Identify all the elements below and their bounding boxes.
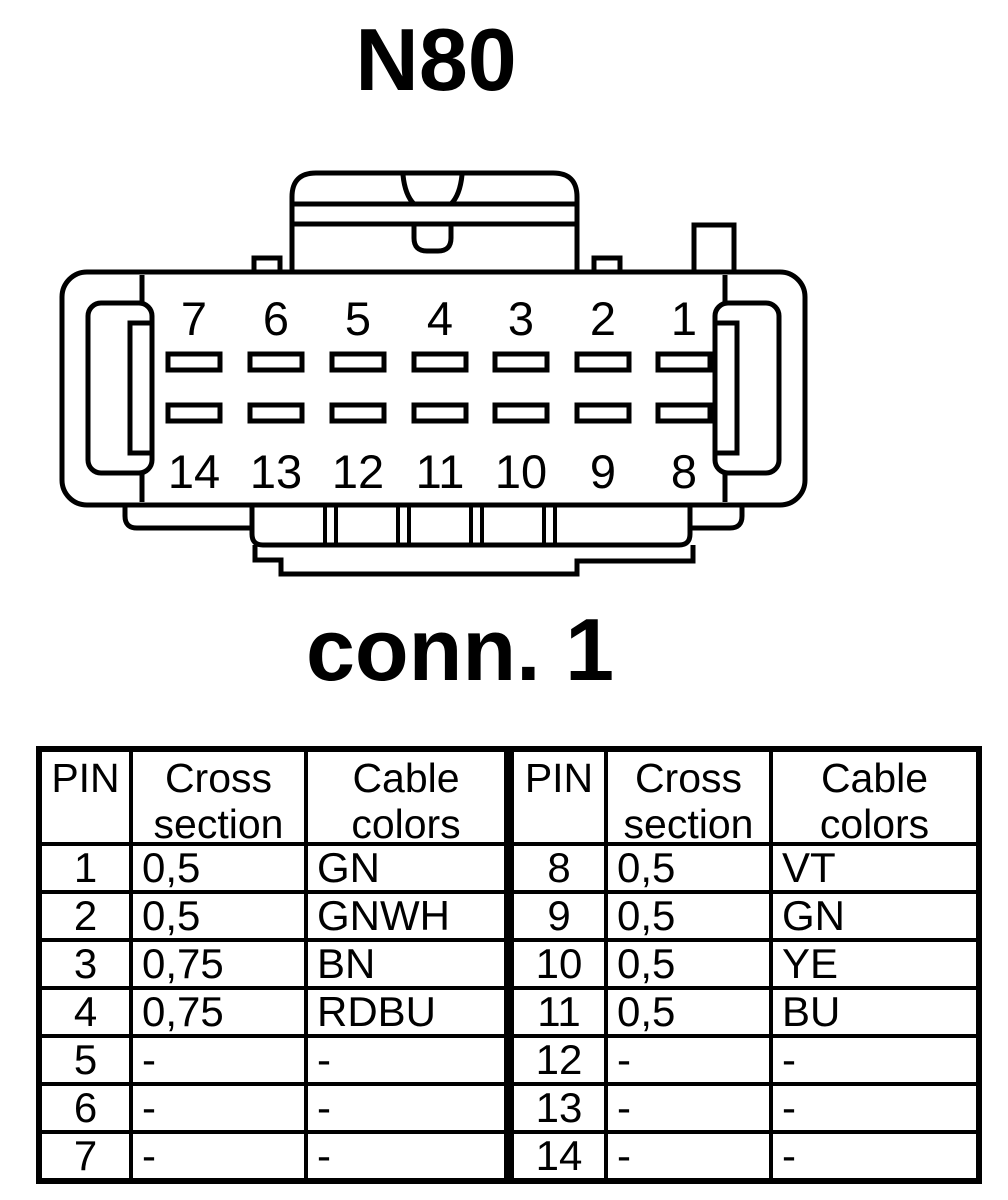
pin-number-label: 11 xyxy=(415,445,465,498)
table-cell-pin: 9 xyxy=(514,894,604,938)
pin-number-label: 4 xyxy=(426,292,454,345)
table-cell-pin: 3 xyxy=(42,942,129,986)
connector-number-label: conn. 1 xyxy=(305,600,615,699)
table-cell-cross-section: - xyxy=(608,1038,769,1082)
pin-slot xyxy=(492,402,550,424)
table-cell-cable-color: - xyxy=(773,1038,976,1082)
table-cell-cross-section: 0,5 xyxy=(608,990,769,1034)
component-title: N80 xyxy=(355,10,517,109)
table-header-cell: PIN xyxy=(514,752,604,842)
table-cell-cross-section: - xyxy=(133,1134,304,1178)
pin-slot xyxy=(247,351,305,373)
pin-number-label: 3 xyxy=(507,292,535,345)
pin-slot xyxy=(165,351,223,373)
pinout-table: PIN Cross section Cable colors PIN Cross… xyxy=(36,746,982,1184)
pin-slot xyxy=(411,351,469,373)
table-header-cell: Cross section xyxy=(133,752,304,842)
table-cell-pin: 2 xyxy=(42,894,129,938)
table-cell-cross-section: 0,5 xyxy=(133,846,304,890)
pin-number-label: 10 xyxy=(494,445,548,498)
top-rib-left xyxy=(251,255,283,270)
table-header-cell: Cross section xyxy=(608,752,769,842)
guide-rail-left-inner xyxy=(127,320,155,456)
top-rib-right xyxy=(591,255,623,270)
table-cell-cable-color: - xyxy=(308,1038,504,1082)
table-cell-cross-section: 0,5 xyxy=(133,894,304,938)
guide-rail-right-inner xyxy=(712,320,740,456)
lower-tab-dividers xyxy=(323,506,557,543)
table-cell-cross-section: - xyxy=(133,1038,304,1082)
pin-number-label: 14 xyxy=(167,445,221,498)
pin-number-label: 8 xyxy=(670,445,698,498)
table-cell-cable-color: GN xyxy=(773,894,976,938)
pin-slot xyxy=(411,402,469,424)
table-cell-pin: 13 xyxy=(514,1086,604,1130)
table-cell-cross-section: - xyxy=(608,1134,769,1178)
table-cell-cable-color: - xyxy=(308,1134,504,1178)
table-center-divider xyxy=(508,752,510,1178)
table-cell-pin: 10 xyxy=(514,942,604,986)
table-cell-pin: 14 xyxy=(514,1134,604,1178)
table-cell-cable-color: RDBU xyxy=(308,990,504,1034)
table-cell-cross-section: - xyxy=(133,1086,304,1130)
pin-slots-top-row xyxy=(165,351,713,373)
table-cell-cross-section: - xyxy=(608,1086,769,1130)
lower-step-boxes xyxy=(252,545,696,577)
pin-slot xyxy=(655,402,713,424)
table-cell-cross-section: 0,75 xyxy=(133,990,304,1034)
table-cell-pin: 11 xyxy=(514,990,604,1034)
table-cell-pin: 1 xyxy=(42,846,129,890)
pin-slot xyxy=(329,402,387,424)
table-cell-cable-color: - xyxy=(773,1134,976,1178)
table-header-cell: Cable colors xyxy=(308,752,504,842)
pin-slot xyxy=(247,402,305,424)
table-cell-cable-color: - xyxy=(773,1086,976,1130)
table-cell-cable-color: BN xyxy=(308,942,504,986)
pin-number-label: 5 xyxy=(344,292,372,345)
latch-notch-left xyxy=(400,174,416,206)
latch-lock-tab xyxy=(411,224,454,254)
pin-slots-bottom-row xyxy=(165,402,713,424)
table-cell-cable-color: GNWH xyxy=(308,894,504,938)
pin-number-label: 7 xyxy=(180,292,208,345)
pin-slot xyxy=(492,351,550,373)
housing-body xyxy=(59,269,808,508)
pin-slot xyxy=(574,351,632,373)
pin-number-label: 12 xyxy=(331,445,385,498)
pin-number-label: 13 xyxy=(249,445,303,498)
alignment-tab xyxy=(691,222,737,270)
table-cell-cross-section: 0,75 xyxy=(133,942,304,986)
pin-slot xyxy=(574,402,632,424)
table-cell-pin: 12 xyxy=(514,1038,604,1082)
connector-drawing xyxy=(59,170,808,577)
table-cell-cable-color: YE xyxy=(773,942,976,986)
pin-slot xyxy=(165,402,223,424)
table-cell-pin: 8 xyxy=(514,846,604,890)
table-cell-cable-color: VT xyxy=(773,846,976,890)
pin-slot xyxy=(655,351,713,373)
table-cell-cable-color: - xyxy=(308,1086,504,1130)
table-cell-cable-color: GN xyxy=(308,846,504,890)
table-cell-cross-section: 0,5 xyxy=(608,942,769,986)
table-cell-cross-section: 0,5 xyxy=(608,894,769,938)
table-cell-pin: 5 xyxy=(42,1038,129,1082)
pin-slot xyxy=(329,351,387,373)
table-header-cell: PIN xyxy=(42,752,129,842)
table-cell-cable-color: BU xyxy=(773,990,976,1034)
table-cell-pin: 4 xyxy=(42,990,129,1034)
table-cell-pin: 6 xyxy=(42,1086,129,1130)
table-header-cell: Cable colors xyxy=(773,752,976,842)
pin-number-label: 6 xyxy=(262,292,290,345)
pin-number-label: 2 xyxy=(589,292,617,345)
table-cell-cross-section: 0,5 xyxy=(608,846,769,890)
latch-notch-right xyxy=(449,174,465,206)
pin-number-label: 9 xyxy=(589,445,617,498)
pin-number-label: 1 xyxy=(670,292,698,345)
table-cell-pin: 7 xyxy=(42,1134,129,1178)
